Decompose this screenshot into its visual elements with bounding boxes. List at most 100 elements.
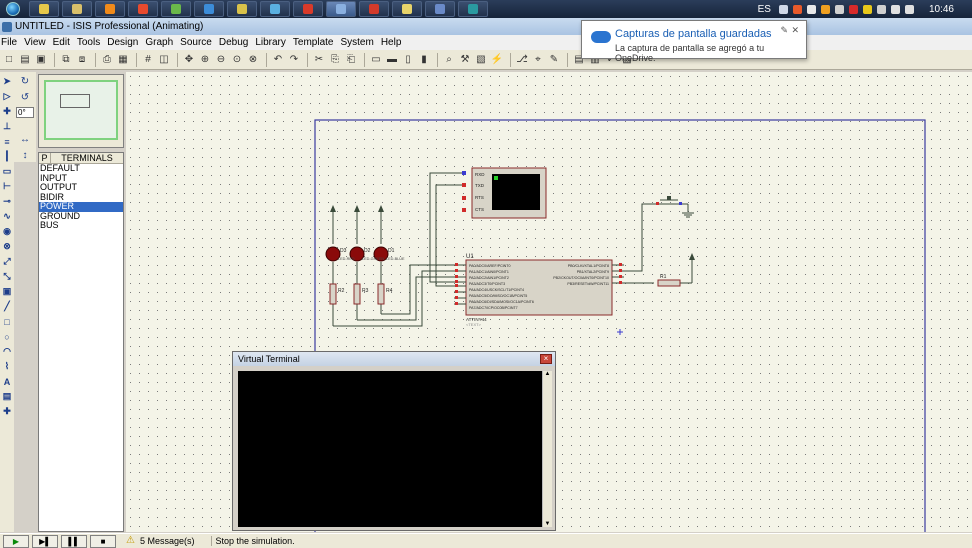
taskbar-app-2-button[interactable] <box>62 1 92 17</box>
mirror-horizontal-icon[interactable]: ↔ <box>20 133 30 145</box>
led-d2[interactable] <box>349 246 365 262</box>
block-delete-icon[interactable]: ▮ <box>421 54 427 65</box>
menu-system[interactable]: System <box>340 37 374 48</box>
terminal-item-input[interactable]: INPUT <box>40 172 67 183</box>
pick-button[interactable]: P <box>39 153 51 163</box>
tape-icon[interactable]: ◉ <box>3 226 11 236</box>
paste-icon[interactable]: ⎗ <box>347 54 355 65</box>
netlist-icon[interactable]: ▤ <box>574 54 584 65</box>
pick-device-icon[interactable]: ⌕ <box>446 54 452 65</box>
menu-edit[interactable]: Edit <box>52 37 70 48</box>
mirror-vertical-icon[interactable]: ↕ <box>22 149 28 161</box>
taskbar-app-11-button[interactable] <box>359 1 389 17</box>
tray-badge-icon[interactable] <box>862 4 872 14</box>
terminal-item-ground[interactable]: GROUND <box>40 210 80 221</box>
flag-icon[interactable] <box>876 4 886 14</box>
pan-icon[interactable]: ✥ <box>184 54 194 65</box>
text-script-icon[interactable]: ≡ <box>4 136 10 147</box>
block-rotate-icon[interactable]: ▯ <box>405 54 411 65</box>
vterm-close-button[interactable]: × <box>540 354 552 364</box>
ares-icon[interactable]: ▨ <box>622 54 632 65</box>
area-icon[interactable]: ▦ <box>118 54 128 65</box>
taskbar-app-5-button[interactable] <box>161 1 191 17</box>
block-move-icon[interactable]: ▬ <box>387 54 397 65</box>
zoom-out-icon[interactable]: ⊖ <box>216 54 226 65</box>
clock[interactable]: 10:46 <box>928 3 954 15</box>
isis-app-icon[interactable] <box>2 21 12 32</box>
overview-window[interactable] <box>38 74 124 148</box>
text-icon[interactable]: A <box>3 376 11 387</box>
circle-icon[interactable]: ○ <box>4 331 10 342</box>
print-icon[interactable]: ⎙ <box>103 54 111 65</box>
resistor-r2[interactable] <box>329 283 337 305</box>
menu-view[interactable]: View <box>24 37 46 48</box>
menu-library[interactable]: Library <box>255 37 286 48</box>
line-icon[interactable]: ╱ <box>4 301 10 311</box>
dropbox-icon[interactable] <box>806 4 816 14</box>
terminal-item-power[interactable]: POWER <box>39 201 123 212</box>
rotate-cw-icon[interactable]: ↻ <box>20 75 30 87</box>
zoom-in-icon[interactable]: ⊕ <box>200 54 210 65</box>
led-d3[interactable] <box>325 246 341 262</box>
onedrive-icon[interactable] <box>834 4 844 14</box>
search-tag-icon[interactable]: ⌖ <box>535 54 541 65</box>
menu-debug[interactable]: Debug <box>218 37 249 48</box>
graph-icon[interactable]: ∿ <box>3 211 11 221</box>
volume-icon[interactable] <box>904 4 914 14</box>
terminal-item-bus[interactable]: BUS <box>40 220 59 230</box>
terminal-item-output[interactable]: OUTPUT <box>40 182 77 192</box>
make-device-icon[interactable]: ⚒ <box>460 54 470 65</box>
block-copy-icon[interactable]: ▭ <box>371 54 381 65</box>
vterm-screen[interactable] <box>238 371 542 527</box>
menu-source[interactable]: Source <box>180 37 212 48</box>
overview-viewport[interactable] <box>44 80 118 140</box>
packaging-icon[interactable]: ▧ <box>476 54 486 65</box>
cloud-icon[interactable] <box>778 4 788 14</box>
open-icon[interactable]: ▤ <box>20 54 30 65</box>
export-icon[interactable]: ⧈ <box>78 54 86 65</box>
onedrive-notification[interactable]: Capturas de pantalla guardadas La captur… <box>581 20 807 63</box>
taskbar-app-7-button[interactable] <box>227 1 257 17</box>
menu-template[interactable]: Template <box>292 37 334 48</box>
component-icon[interactable]: ▷ <box>3 91 11 101</box>
menu-graph[interactable]: Graph <box>145 37 174 48</box>
menu-design[interactable]: Design <box>107 37 139 48</box>
close-icon[interactable]: ✕ <box>791 25 799 35</box>
terminal-item-bidir[interactable]: BIDIR <box>40 191 65 202</box>
rotate-ccw-icon[interactable]: ↺ <box>20 91 30 103</box>
taskbar-app-3-button[interactable] <box>95 1 125 17</box>
menu-tools[interactable]: Tools <box>76 37 101 48</box>
wire-label-icon[interactable]: ⊥ <box>3 121 11 131</box>
bill-icon[interactable]: ▥ <box>590 54 600 65</box>
junction-icon[interactable]: ✚ <box>3 106 11 116</box>
pin-icon[interactable]: ✎ <box>780 25 788 35</box>
current-probe-icon[interactable]: ⤡ <box>3 271 11 281</box>
tray-app-icon[interactable] <box>792 4 802 14</box>
play-button[interactable]: ▶ <box>3 534 29 548</box>
menu-file[interactable]: File <box>1 37 18 48</box>
vterm-titlebar[interactable]: Virtual Terminal × <box>233 352 555 366</box>
taskbar-app-6-button[interactable] <box>194 1 224 17</box>
voltage-probe-icon[interactable]: ⤢ <box>3 256 11 266</box>
marker-icon[interactable]: ✚ <box>3 406 11 416</box>
zoom-all-icon[interactable]: ⊙ <box>232 54 242 65</box>
scroll-up-icon[interactable]: ▲ <box>544 371 551 377</box>
box-icon[interactable]: □ <box>4 316 10 327</box>
instrument-icon[interactable]: ▣ <box>2 286 12 296</box>
taskbar-isis-button[interactable] <box>326 1 356 17</box>
resistor-r3[interactable] <box>353 283 361 305</box>
language-indicator[interactable]: ES <box>757 3 771 15</box>
angle-field[interactable]: 0° <box>16 107 34 118</box>
cut-icon[interactable]: ✂ <box>314 54 324 65</box>
pause-button[interactable]: ▌▌ <box>61 534 87 548</box>
resistor-r1[interactable] <box>657 279 681 287</box>
taskbar-app-4-button[interactable] <box>128 1 158 17</box>
terminal-item-default[interactable]: DEFAULT <box>40 163 80 173</box>
vterm-scrollbar[interactable]: ▲ ▼ <box>542 371 552 527</box>
network-icon[interactable] <box>890 4 900 14</box>
taskbar-app-8-button[interactable] <box>260 1 290 17</box>
virtual-terminal-component[interactable] <box>471 167 547 219</box>
mcu-u1[interactable] <box>465 259 613 316</box>
property-icon[interactable]: ✎ <box>549 54 559 65</box>
resistor-r4[interactable] <box>377 283 385 305</box>
